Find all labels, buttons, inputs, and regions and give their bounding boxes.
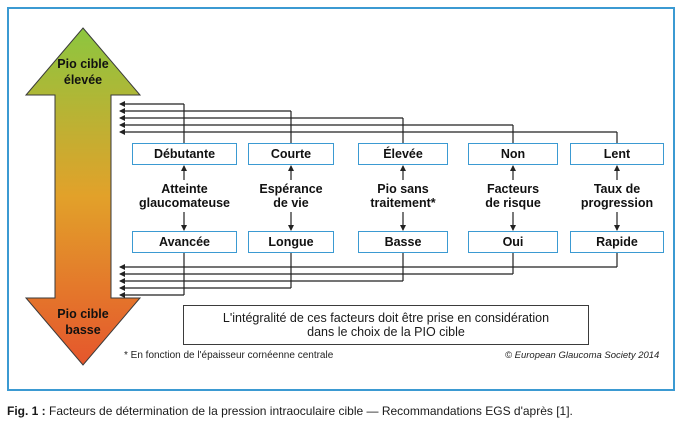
arrow-top-label-line1: Pio cible	[57, 57, 109, 71]
arrow-top-label-line2: élevée	[63, 73, 103, 87]
factor-4-bottom-box: Oui	[468, 231, 558, 253]
factor-2-top-label: Courte	[270, 147, 312, 161]
factor-1-bottom-label: Avancée	[159, 235, 210, 249]
factor-5-top-label: Lent	[603, 147, 631, 161]
note-line-2: dans le choix de la PIO cible	[307, 325, 465, 339]
factor-4-name-line2: de risque	[485, 196, 541, 210]
footnote: * En fonction de l'épaisseur cornéenne c…	[124, 350, 334, 361]
factor-2-bottom-box: Longue	[248, 231, 334, 253]
factor-2-top-box: Courte	[248, 143, 334, 165]
factor-4-bottom-label: Oui	[502, 235, 524, 249]
factor-5-name-line2: progression	[580, 196, 654, 210]
factor-1-top-label: Débutante	[153, 147, 216, 161]
arrow-bottom-label-line2: basse	[65, 323, 101, 337]
consideration-note: L'intégralité de ces facteurs doit être …	[183, 305, 589, 345]
factor-2-bottom-label: Longue	[268, 235, 314, 249]
arrow-bottom-label-line1: Pio cible	[57, 307, 109, 321]
arrow-top-label: Pio cible élevée	[28, 56, 138, 88]
factor-3-name-line2: traitement*	[370, 196, 436, 210]
double-arrow	[24, 27, 142, 366]
factor-5-bottom-label: Rapide	[596, 235, 638, 249]
factor-3-name-line1: Pio sans	[377, 182, 429, 196]
factor-5-name-line1: Taux de	[593, 182, 641, 196]
factor-1-bottom-box: Avancée	[132, 231, 237, 253]
figure-caption: Fig. 1 : Facteurs de détermination de la…	[7, 404, 573, 418]
factor-2-name-line1: Espérance	[259, 182, 323, 196]
arrow-bottom-label: Pio cible basse	[28, 306, 138, 338]
factor-3-bottom-box: Basse	[358, 231, 448, 253]
copyright: © European Glaucoma Society 2014	[505, 350, 660, 361]
factor-1-name-line2: glaucomateuse	[138, 196, 230, 210]
factor-1-top-box: Débutante	[132, 143, 237, 165]
note-line-1: L'intégralité de ces facteurs doit être …	[222, 311, 550, 325]
factor-5-bottom-box: Rapide	[570, 231, 664, 253]
factor-1-name-line1: Atteinte	[161, 182, 208, 196]
factor-3-top-label: Élevée	[383, 147, 423, 161]
factor-3-bottom-label: Basse	[384, 235, 422, 249]
factor-4-top-label: Non	[500, 147, 526, 161]
factor-5-top-box: Lent	[570, 143, 664, 165]
factor-3-top-box: Élevée	[358, 143, 448, 165]
factor-4-top-box: Non	[468, 143, 558, 165]
caption-text: Facteurs de détermination de la pression…	[45, 404, 573, 418]
connector-lines	[119, 101, 620, 298]
caption-label: Fig. 1 :	[7, 404, 46, 418]
factor-2-name-line2: de vie	[273, 196, 309, 210]
factor-4-name-line1: Facteurs	[486, 182, 540, 196]
